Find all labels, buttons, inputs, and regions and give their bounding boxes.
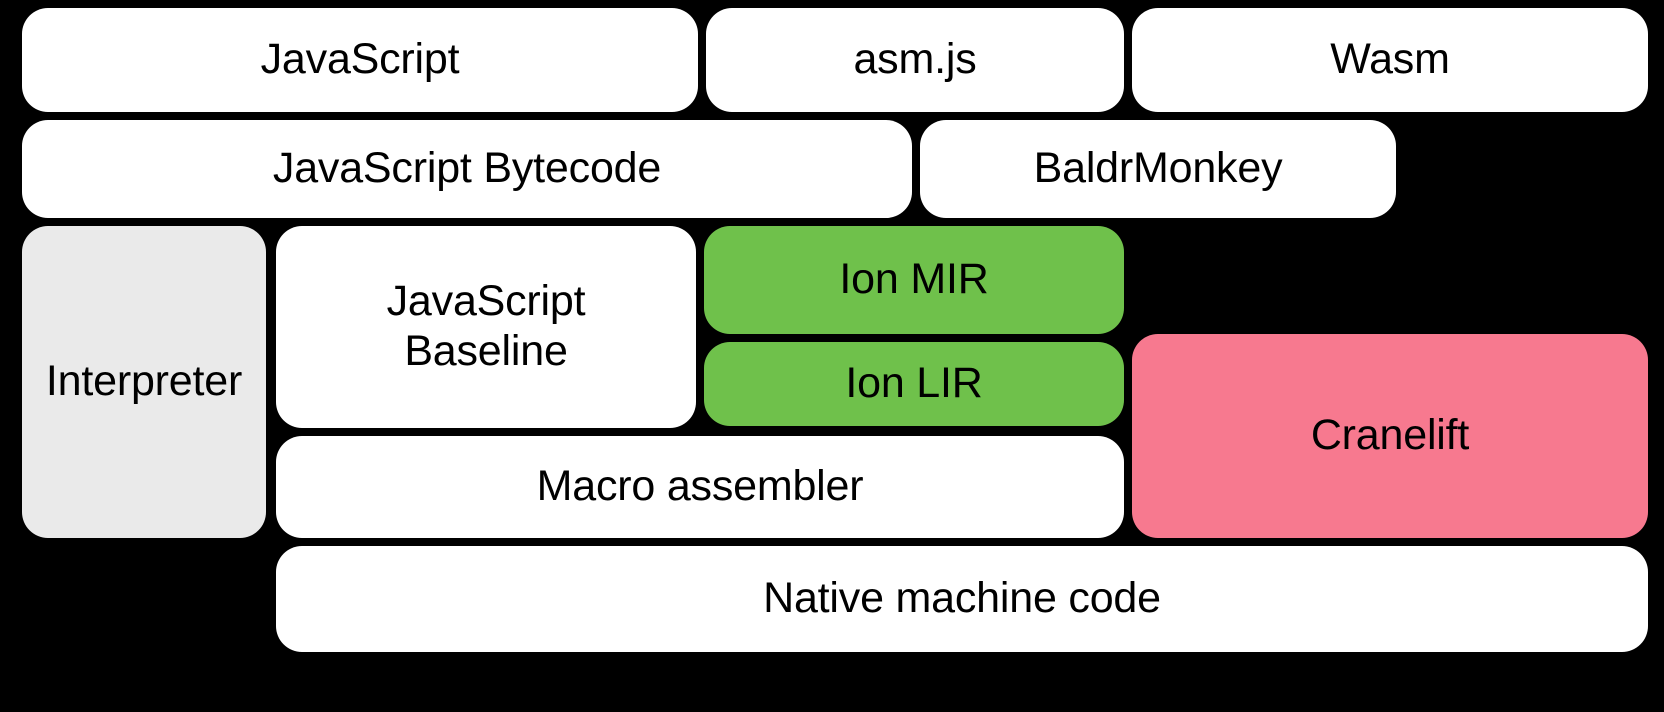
node-cranelift-label: Cranelift bbox=[1310, 411, 1470, 460]
node-javascript-baseline: JavaScript Baseline bbox=[276, 226, 696, 428]
node-ion-lir-label: Ion LIR bbox=[845, 359, 983, 408]
node-ion-mir-label: Ion MIR bbox=[839, 255, 989, 304]
node-macro-assembler: Macro assembler bbox=[276, 436, 1124, 538]
node-wasm-label: Wasm bbox=[1330, 35, 1450, 84]
node-javascript: JavaScript bbox=[22, 8, 698, 112]
node-ion-mir: Ion MIR bbox=[704, 226, 1124, 334]
node-javascript-bytecode: JavaScript Bytecode bbox=[22, 120, 912, 218]
node-javascript-baseline-label: JavaScript Baseline bbox=[386, 277, 586, 375]
node-cranelift: Cranelift bbox=[1132, 334, 1648, 538]
node-interpreter-label: Interpreter bbox=[45, 357, 243, 406]
node-native-machine-code-label: Native machine code bbox=[763, 574, 1161, 623]
node-wasm: Wasm bbox=[1132, 8, 1648, 112]
node-asmjs: asm.js bbox=[706, 8, 1124, 112]
node-ion-lir: Ion LIR bbox=[704, 342, 1124, 426]
node-interpreter: Interpreter bbox=[22, 226, 266, 538]
node-asmjs-label: asm.js bbox=[853, 35, 977, 84]
node-macro-assembler-label: Macro assembler bbox=[536, 462, 864, 511]
node-baldrmonkey: BaldrMonkey bbox=[920, 120, 1396, 218]
node-native-machine-code: Native machine code bbox=[276, 546, 1648, 652]
node-javascript-bytecode-label: JavaScript Bytecode bbox=[272, 144, 662, 193]
node-baldrmonkey-label: BaldrMonkey bbox=[1033, 144, 1283, 193]
node-javascript-label: JavaScript bbox=[260, 35, 460, 84]
